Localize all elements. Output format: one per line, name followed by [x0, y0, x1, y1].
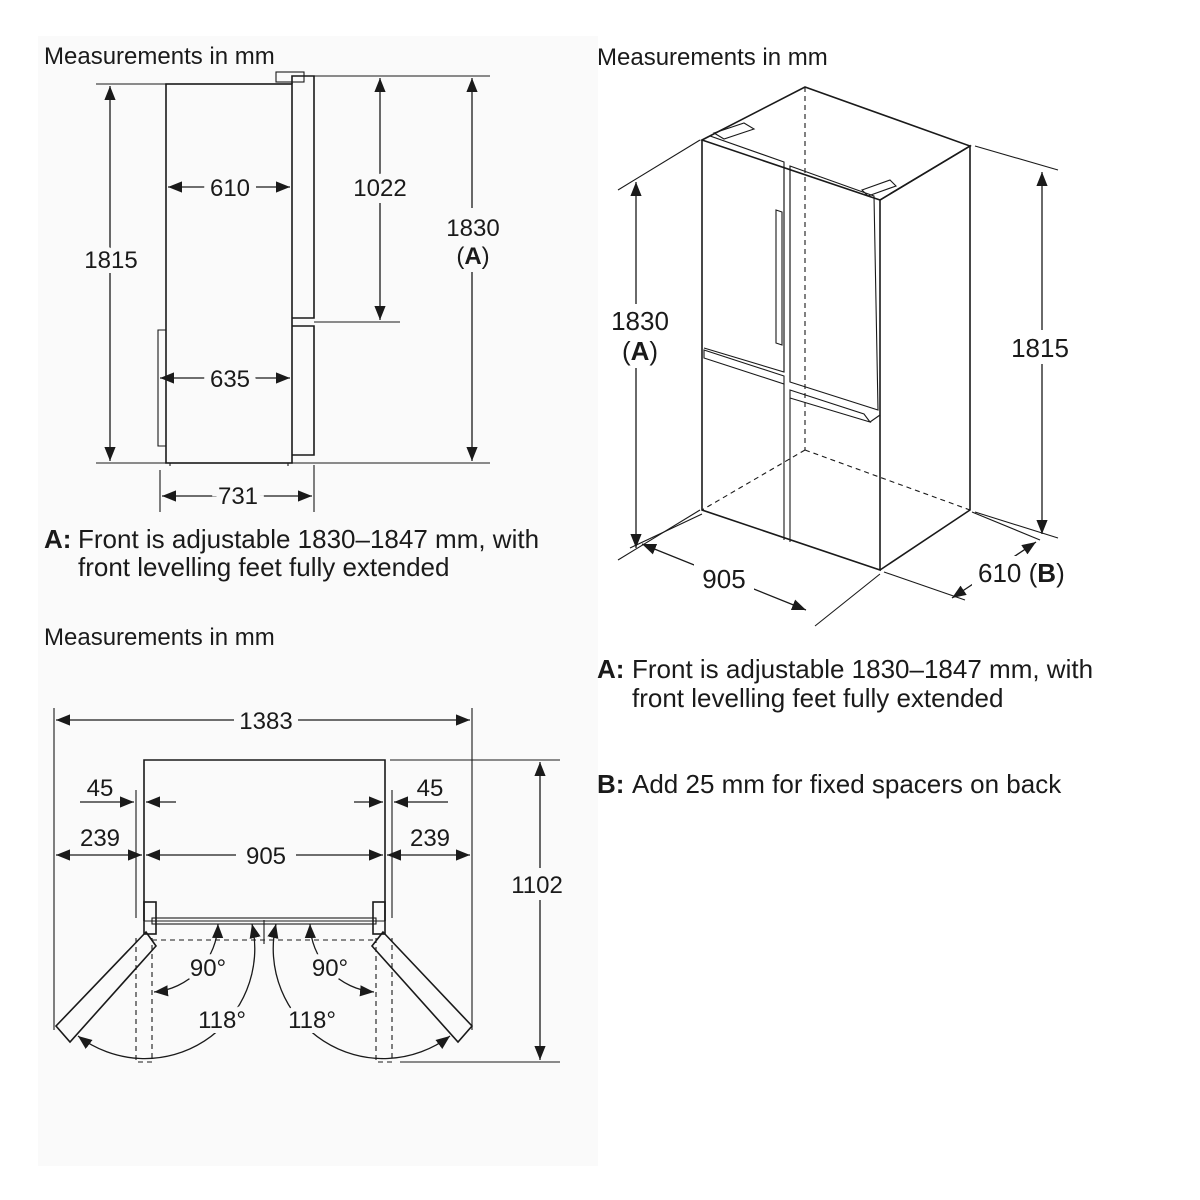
- iso-door-handle: [775, 209, 783, 346]
- side-note-line2: front levelling feet fully extended: [78, 552, 449, 582]
- side-rear-spacer: [157, 329, 166, 447]
- dim-1830-label: 1830: [446, 215, 499, 242]
- iso-note-b-label: B:: [597, 769, 624, 799]
- side-note-label: A:: [44, 524, 71, 554]
- iso-hinge-left: [712, 122, 756, 140]
- top-view: Measurements in mm 1383 45 45: [44, 624, 572, 1063]
- dim-731-label: 731: [218, 483, 258, 510]
- top-arc-118-left: [77, 923, 261, 1060]
- iso-hinge-right: [860, 179, 898, 197]
- iso-front-face: [701, 140, 881, 572]
- top-dim-905-label: 905: [246, 843, 286, 870]
- iso-side-face: [879, 144, 971, 571]
- iso-upper-right-door: [789, 165, 879, 411]
- iso-note-a-label: A:: [597, 654, 624, 684]
- iso-top-face: [699, 86, 972, 201]
- top-dim-239-left-label: 239: [80, 825, 120, 852]
- side-view-panel: [38, 36, 598, 626]
- dim-1022-label: 1022: [353, 175, 406, 202]
- iso-view-title: Measurements in mm: [597, 44, 828, 71]
- top-dim-45-right-label: 45: [417, 775, 444, 802]
- iso-note-a-line2: front levelling feet fully extended: [632, 683, 1003, 713]
- top-angle-118-right-label: 118°: [288, 1007, 336, 1034]
- iso-left-drawer-handle: [703, 349, 785, 385]
- top-arc-118-right: [267, 923, 451, 1060]
- top-dim-1383-label: 1383: [239, 708, 292, 735]
- side-view: Measurements in mm 1815 610 635 1022 183…: [44, 43, 539, 582]
- top-angle-90-left-label: 90°: [190, 955, 226, 982]
- top-angle-90-right-label: 90°: [312, 955, 348, 982]
- dim-1830-a-label: (A): [456, 243, 489, 270]
- side-view-title: Measurements in mm: [44, 43, 275, 70]
- dim-635-label: 635: [210, 366, 250, 393]
- top-angle-118-left-label: 118°: [198, 1007, 246, 1034]
- iso-dim-1830-a-label: (A): [622, 336, 658, 366]
- top-dim-239-right-label: 239: [410, 825, 450, 852]
- iso-note-b-text: Add 25 mm for fixed spacers on back: [632, 769, 1062, 799]
- side-lower-door: [292, 325, 315, 456]
- iso-note-a-line1: Front is adjustable 1830–1847 mm, with: [632, 654, 1093, 684]
- iso-dim-1830-label: 1830: [611, 306, 669, 336]
- side-note-line1: Front is adjustable 1830–1847 mm, with: [78, 524, 539, 554]
- top-cabinet: [143, 759, 386, 921]
- iso-view: Measurements in mm 1830 (A): [597, 44, 1093, 799]
- iso-dim-610-label: 610 (B): [978, 558, 1065, 588]
- top-dim-1102-label: 1102: [511, 872, 563, 899]
- side-top-hinge: [275, 71, 305, 83]
- dim-610-label: 610: [210, 175, 250, 202]
- iso-dim-1815-label: 1815: [1011, 333, 1069, 363]
- top-dim-45-left-label: 45: [87, 775, 114, 802]
- iso-dim-905-label: 905: [702, 564, 745, 594]
- dim-1815-label: 1815: [84, 247, 137, 274]
- top-view-title: Measurements in mm: [44, 624, 275, 651]
